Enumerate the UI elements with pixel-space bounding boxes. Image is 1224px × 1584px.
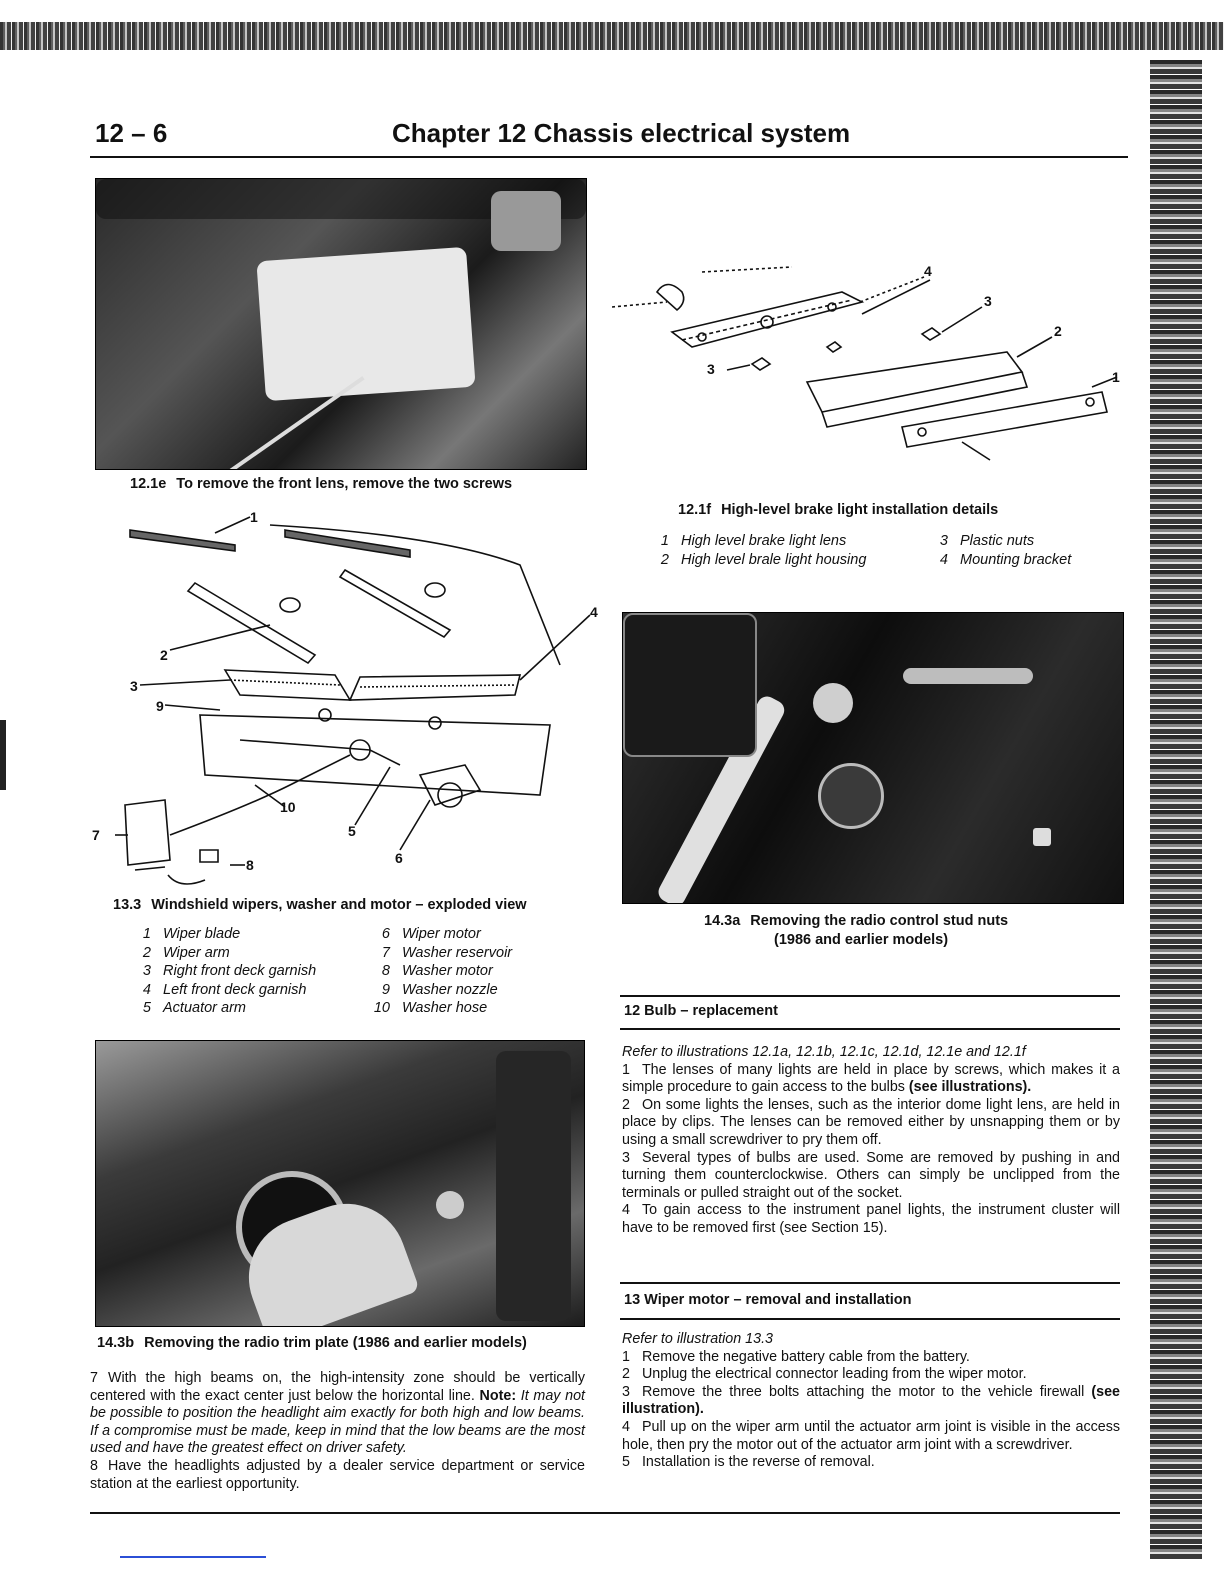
figure-number: 14.3a [704, 913, 741, 929]
figure-number: 14.3b [97, 1335, 135, 1351]
photo-radio-control-stud-nuts [622, 612, 1124, 904]
scan-noise-top [0, 22, 1224, 66]
photo-radio-trim-plate [95, 1040, 585, 1327]
section-rule [620, 1028, 1120, 1030]
caption-text: Removing the radio trim plate (1986 and … [144, 1335, 527, 1351]
callout-3: 3 [130, 678, 138, 694]
figure-number: 12.1f [678, 502, 712, 518]
caption-text: To remove the front lens, remove the two… [176, 476, 513, 492]
callout-1: 1 [250, 509, 258, 525]
diagram-brake-light: 4 3 2 1 3 [612, 263, 1120, 461]
caption-13-3: 13.3 Windshield wipers, washer and motor … [113, 897, 527, 913]
caption-line-1: Removing the radio control stud nuts [750, 913, 1009, 929]
callout-2: 2 [1054, 323, 1062, 339]
callout-4: 4 [924, 263, 932, 279]
callout-7: 7 [92, 827, 100, 843]
photo-front-lens-removal [95, 178, 587, 470]
callout-1: 1 [1112, 369, 1120, 385]
callout-4: 4 [590, 604, 598, 620]
footer-link-underline [120, 1556, 266, 1558]
section-12-heading: 12 Bulb – replacement [624, 1003, 778, 1019]
callout-3b: 3 [707, 361, 715, 377]
page-number: 12 – 6 [95, 118, 168, 148]
figure-number: 13.3 [113, 897, 142, 913]
caption-text: High-level brake light installation deta… [721, 502, 999, 518]
callout-3: 3 [984, 293, 992, 309]
callout-5: 5 [348, 823, 356, 839]
scan-noise-right-edge [1150, 60, 1202, 1560]
callout-10: 10 [280, 799, 296, 815]
callout-8: 8 [246, 857, 254, 873]
caption-14-3b: 14.3b Removing the radio trim plate (1986… [97, 1335, 527, 1351]
section-12-body: Refer to illustrations 12.1a, 12.1b, 12.… [622, 1044, 1120, 1238]
caption-12-1f: 12.1f High-level brake light installation… [678, 502, 998, 518]
caption-12-1e: 12.1e To remove the front lens, remove th… [130, 476, 512, 492]
section-13-reference: Refer to illustration 13.3 [622, 1331, 773, 1347]
section-rule [620, 1318, 1120, 1320]
callout-2: 2 [160, 647, 168, 663]
caption-14-3a-line2: (1986 and earlier models) [774, 932, 949, 948]
section-rule [620, 1282, 1120, 1284]
chapter-title: Chapter 12 Chassis electrical system [392, 118, 851, 148]
figure-number: 12.1e [130, 476, 167, 492]
section-13-heading: 13 Wiper motor – removal and installatio… [624, 1292, 912, 1308]
caption-14-3a: 14.3a Removing the radio control stud nut… [704, 913, 1008, 929]
diagram-wiper-system: 1 2 3 9 4 10 5 6 7 8 [92, 509, 598, 885]
callout-9: 9 [156, 698, 164, 714]
footer-rule [90, 1512, 1120, 1514]
callout-6: 6 [395, 850, 403, 866]
caption-text: Windshield wipers, washer and motor – ex… [151, 897, 527, 913]
section-12-reference: Refer to illustrations 12.1a, 12.1b, 12.… [622, 1044, 1026, 1060]
section-rule [620, 995, 1120, 997]
scan-mark-left [0, 720, 6, 790]
header-rule [90, 156, 1128, 158]
